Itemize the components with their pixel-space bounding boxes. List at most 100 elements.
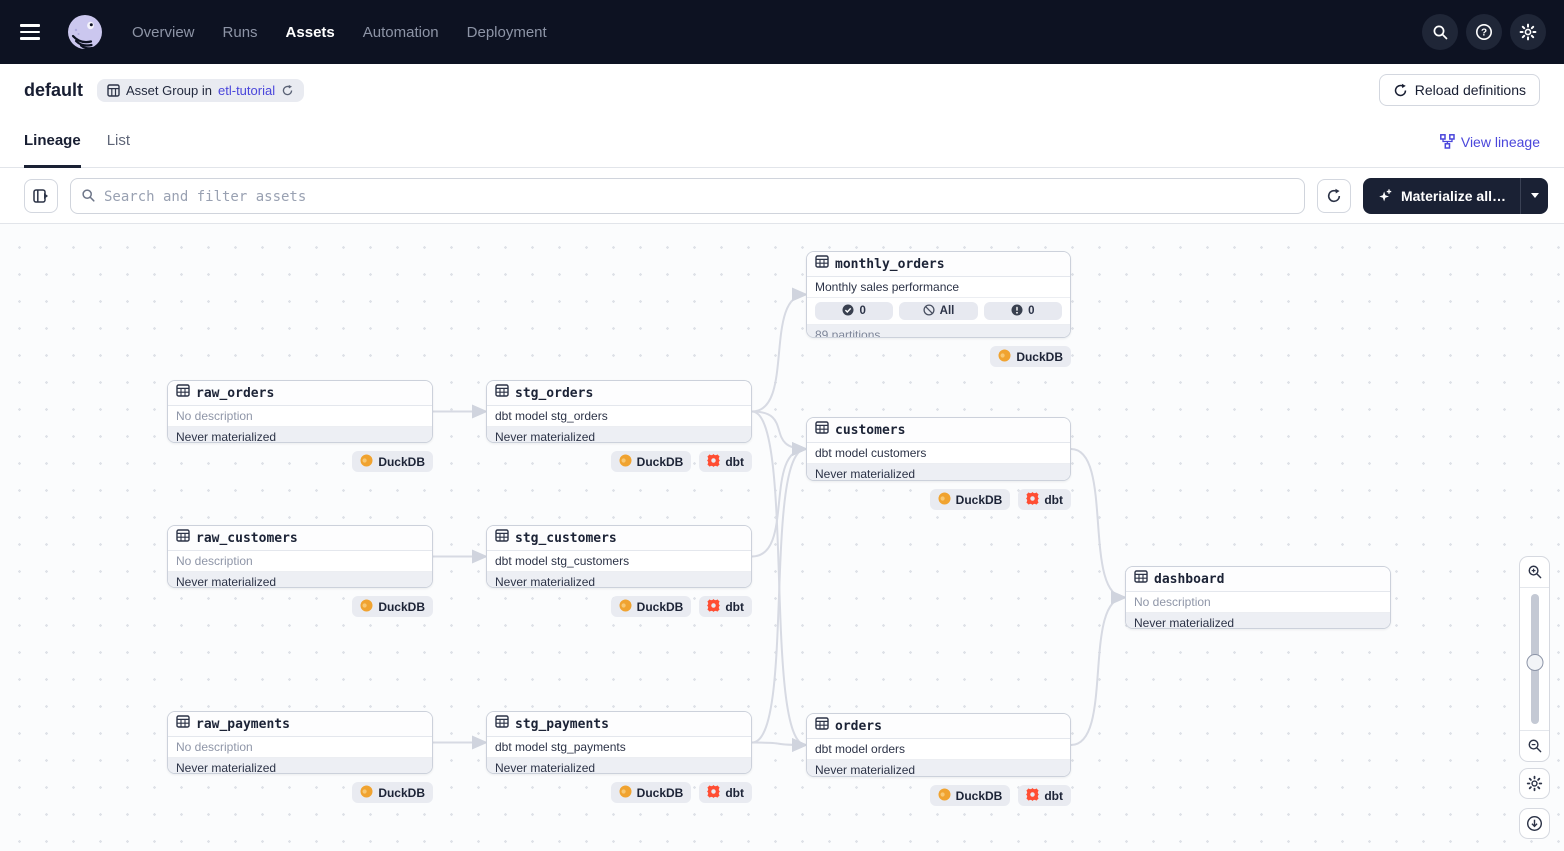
repo-link[interactable]: etl-tutorial (218, 82, 276, 98)
asset-name: stg_orders (515, 385, 594, 401)
settings-gear-icon[interactable] (1510, 14, 1546, 50)
lineage-graph[interactable]: monthly_orders Monthly sales performance… (0, 224, 1564, 851)
tag-dbt[interactable]: dbt (699, 782, 752, 803)
tag-dbt[interactable]: dbt (1018, 489, 1071, 510)
tag-duckdb[interactable]: DuckDB (610, 782, 692, 803)
tag-dbt[interactable]: dbt (1018, 785, 1071, 806)
tag-duckdb[interactable]: DuckDB (929, 489, 1011, 510)
nav-item-deployment[interactable]: Deployment (466, 23, 547, 41)
asset-name: customers (835, 422, 906, 438)
table-icon (815, 255, 829, 273)
tag-duckdb[interactable]: DuckDB (352, 596, 433, 617)
asset-footer: Never materialized (168, 758, 432, 773)
asset-name: raw_orders (196, 385, 275, 401)
zoom-in-icon[interactable] (1520, 557, 1549, 587)
asset-search-box (70, 177, 1305, 214)
asset-tag-row: DuckDB dbt (486, 596, 752, 617)
download-graph-icon[interactable] (1519, 808, 1550, 839)
asset-description: No description (168, 551, 432, 572)
search-icon[interactable] (1422, 14, 1458, 50)
zoom-out-icon[interactable] (1520, 731, 1549, 761)
asset-footer: 89 partitions (807, 325, 1070, 337)
tag-duckdb[interactable]: DuckDB (610, 451, 692, 472)
table-icon (176, 384, 190, 402)
tag-duckdb[interactable]: DuckDB (352, 451, 433, 472)
asset-footer: Never materialized (807, 464, 1070, 480)
dbt-icon (707, 453, 721, 470)
asset-name: raw_payments (196, 716, 290, 732)
zoom-slider[interactable] (1520, 588, 1549, 730)
nav-item-assets[interactable]: Assets (285, 23, 335, 41)
nav-item-automation[interactable]: Automation (362, 23, 439, 41)
asset-footer: Never materialized (1126, 613, 1390, 628)
nav-item-runs[interactable]: Runs (222, 23, 258, 41)
materialize-all-main[interactable]: Materialize all… (1363, 178, 1520, 214)
sparkle-icon (1379, 188, 1392, 201)
table-icon (176, 529, 190, 547)
tag-dbt[interactable]: dbt (699, 451, 752, 472)
zoom-slider-handle[interactable] (1526, 654, 1543, 671)
view-lineage-link[interactable]: View lineage (1439, 116, 1540, 167)
nav-links: Overview Runs Assets Automation Deployme… (132, 24, 547, 41)
slash-circle-icon (923, 303, 935, 319)
refresh-icon (1327, 188, 1341, 202)
reload-definitions-button[interactable]: Reload definitions (1378, 74, 1540, 106)
tag-duckdb[interactable]: DuckDB (990, 346, 1071, 367)
asset-node-header: orders (807, 714, 1070, 739)
asset-description: dbt model stg_customers (487, 551, 751, 572)
edge-customers-to-dashboard (1070, 448, 1127, 605)
graph-settings-gear-icon[interactable] (1519, 768, 1550, 799)
tab-list[interactable]: List (106, 132, 131, 149)
asset-footer: Never materialized (487, 758, 751, 773)
help-icon[interactable]: ? (1466, 14, 1502, 50)
refresh-icon[interactable] (281, 84, 294, 97)
tag-duckdb[interactable]: DuckDB (352, 782, 433, 803)
asset-node-monthly_orders[interactable]: monthly_orders Monthly sales performance… (806, 251, 1071, 338)
asset-name: stg_customers (515, 530, 617, 546)
asset-node-header: stg_payments (487, 712, 751, 737)
asset-tag-row: DuckDB dbt (486, 451, 752, 472)
duckdb-icon (619, 599, 632, 615)
dagster-logo-icon[interactable] (66, 13, 104, 51)
duckdb-icon (938, 492, 951, 508)
duckdb-icon (360, 454, 373, 470)
nav-item-overview[interactable]: Overview (132, 23, 195, 41)
asset-description: No description (168, 737, 432, 758)
table-icon (176, 715, 190, 733)
tag-duckdb[interactable]: DuckDB (610, 596, 692, 617)
asset-description: Monthly sales performance (807, 277, 1070, 298)
asset-description: dbt model stg_payments (487, 737, 751, 758)
duckdb-icon (619, 785, 632, 801)
asset-name: dashboard (1154, 571, 1225, 587)
refresh-assets-button[interactable] (1316, 178, 1351, 213)
table-icon (495, 715, 509, 733)
zoom-panel (1519, 556, 1550, 762)
asset-tag-row: DuckDB (167, 451, 433, 472)
status-badge: All (899, 302, 978, 320)
materialize-dropdown-caret[interactable] (1520, 177, 1548, 214)
menu-hamburger-icon[interactable] (16, 14, 52, 50)
tab-lineage[interactable]: Lineage (24, 116, 81, 168)
duckdb-icon (938, 788, 951, 804)
tag-dbt[interactable]: dbt (699, 596, 752, 617)
search-input[interactable] (104, 187, 1294, 204)
dbt-icon (1026, 787, 1040, 804)
asset-name: raw_customers (196, 530, 298, 546)
asset-name: stg_payments (515, 716, 609, 732)
tag-duckdb[interactable]: DuckDB (929, 785, 1011, 806)
duckdb-icon (619, 454, 632, 470)
asset-tag-row: DuckDB dbt (806, 489, 1071, 510)
exclaim-circle-icon (1011, 304, 1023, 319)
page-title: default (24, 79, 84, 100)
asset-tag-row: DuckDB dbt (806, 785, 1071, 806)
expand-panel-icon[interactable] (24, 178, 58, 213)
